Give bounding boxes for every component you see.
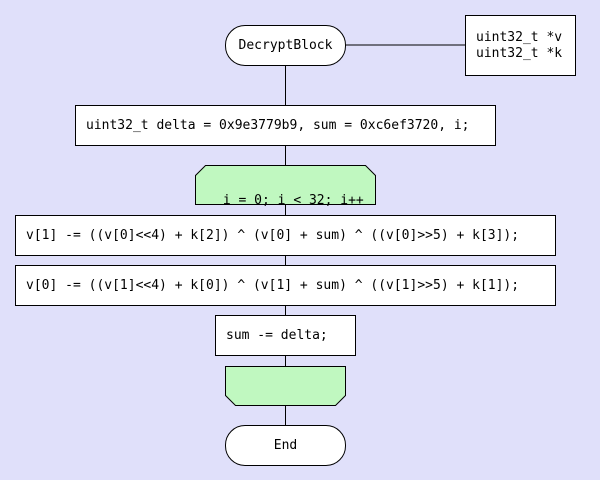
param-v: uint32_t *v	[476, 29, 563, 45]
end-terminal: End	[225, 425, 346, 466]
start-label: DecryptBlock	[238, 38, 333, 53]
body-statement-1: v[1] -= ((v[0]<<4) + k[2]) ^ (v[0] + sum…	[26, 228, 520, 243]
start-terminal: DecryptBlock	[225, 25, 346, 66]
loop-end-shape	[225, 366, 346, 406]
loop-header-shape	[195, 165, 376, 205]
body-statement-2: v[0] -= ((v[1]<<4) + k[0]) ^ (v[1] + sum…	[26, 278, 520, 293]
loop-end-label	[225, 378, 346, 410]
body-statement-3-box: sum -= delta;	[215, 315, 356, 356]
body-statement-2-box: v[0] -= ((v[1]<<4) + k[0]) ^ (v[1] + sum…	[15, 265, 556, 306]
param-k: uint32_t *k	[476, 45, 563, 61]
parameters-box: uint32_t *v uint32_t *k	[465, 15, 576, 76]
init-statement: uint32_t delta = 0x9e3779b9, sum = 0xc6e…	[86, 118, 470, 133]
loop-header-label: i = 0; i < 32; i++	[222, 193, 364, 208]
body-statement-3: sum -= delta;	[226, 328, 328, 343]
body-statement-1-box: v[1] -= ((v[0]<<4) + k[2]) ^ (v[0] + sum…	[15, 215, 556, 256]
end-label: End	[273, 438, 298, 453]
init-statement-box: uint32_t delta = 0x9e3779b9, sum = 0xc6e…	[75, 105, 496, 146]
